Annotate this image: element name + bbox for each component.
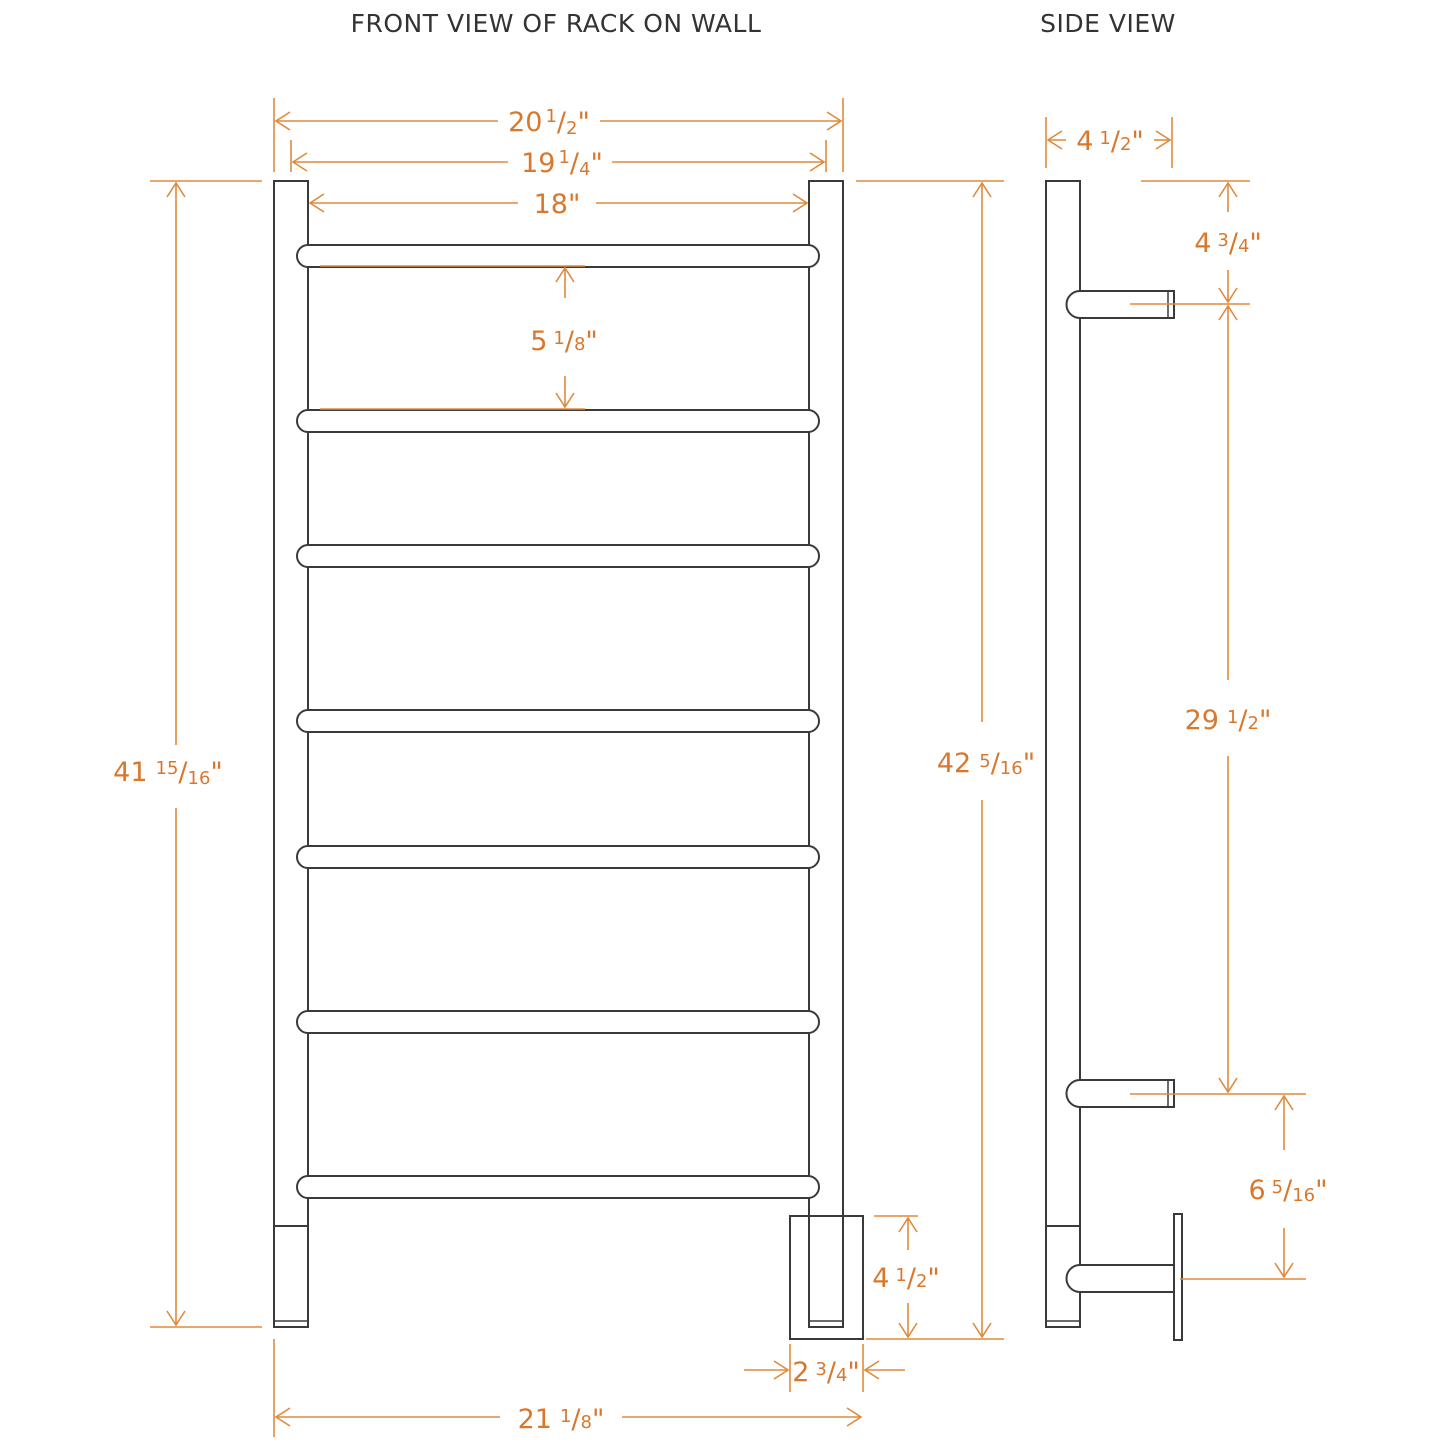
rack-bar — [296, 845, 820, 869]
arrow-up — [555, 266, 575, 283]
arrow-up — [972, 181, 992, 198]
arrow-left — [274, 1407, 291, 1427]
arrow-down — [1218, 287, 1238, 304]
arrow-right — [1155, 130, 1172, 150]
arrow-right — [826, 111, 843, 131]
left-post — [273, 180, 309, 1328]
lower-mount-arm — [1065, 1079, 1175, 1108]
arrow-left — [308, 193, 325, 213]
arrow-up — [898, 1216, 918, 1233]
junction-box — [789, 1215, 864, 1340]
side-rack — [1045, 180, 1183, 1341]
arrow-left — [1046, 130, 1063, 150]
front-view-title: FRONT VIEW OF RACK ON WALL — [351, 9, 762, 38]
arrow-right — [773, 1360, 790, 1380]
arrow-right — [846, 1407, 863, 1427]
arrow-left — [274, 111, 291, 131]
arrow-down — [555, 392, 575, 409]
front-rack — [273, 180, 864, 1340]
arrow-down — [972, 1322, 992, 1339]
arrow-down — [166, 1310, 186, 1327]
arrow-right — [809, 152, 826, 172]
arrow-up — [1218, 304, 1238, 321]
right-post — [808, 180, 844, 1328]
arrow-left — [291, 152, 308, 172]
arrow-down — [1274, 1262, 1294, 1279]
arrow-up — [1274, 1094, 1294, 1111]
wall-plate — [1173, 1213, 1183, 1341]
arrow-down — [898, 1322, 918, 1339]
dim-inner-width: 18" — [534, 189, 581, 220]
arrow-left — [863, 1360, 880, 1380]
arrow-up — [1218, 181, 1238, 198]
rack-bar — [296, 244, 820, 268]
rack-bar — [296, 709, 820, 733]
rack-bar — [296, 544, 820, 568]
side-post — [1045, 180, 1081, 1328]
upper-mount-arm — [1065, 290, 1175, 319]
side-view-title: SIDE VIEW — [1040, 9, 1176, 38]
rack-bar — [296, 1175, 820, 1199]
rack-bar — [296, 409, 820, 433]
arrow-right — [792, 193, 809, 213]
bottom-mount-arm — [1065, 1264, 1175, 1293]
arrow-down — [1218, 1077, 1238, 1094]
rack-bars — [296, 244, 820, 1199]
arrow-up — [166, 181, 186, 198]
rack-bar — [296, 1010, 820, 1034]
